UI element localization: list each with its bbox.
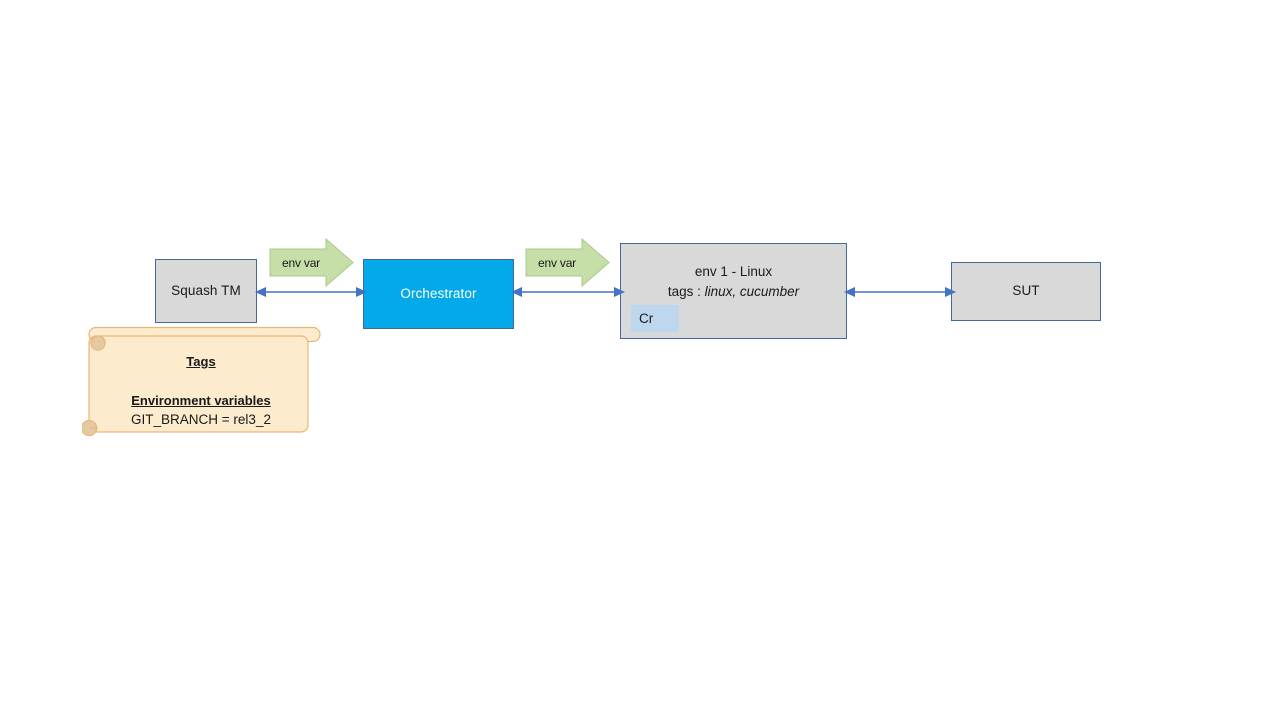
tags-note[interactable]: Tags Environment variables GIT_BRANCH = … [82, 326, 322, 438]
scroll-note-icon [82, 326, 321, 437]
block-arrow-env-var-1-label: env var [282, 255, 320, 270]
node-squash-tm[interactable]: Squash TM [155, 259, 257, 323]
tags-note-value: GIT_BRANCH = rel3_2 [131, 412, 271, 428]
node-env-1-linux[interactable]: env 1 - Linux tags : linux, cucumber Cr [620, 243, 847, 339]
env-node-tags-values: linux, cucumber [704, 283, 800, 299]
right-block-arrow-icon [269, 238, 354, 287]
tags-note-subtitle: Environment variables [131, 392, 271, 408]
env-node-tags-prefix: tags : [667, 283, 705, 299]
node-sut[interactable]: SUT [951, 262, 1101, 321]
tags-note-content: Tags Environment variables GIT_BRANCH = … [94, 340, 308, 428]
node-orchestrator[interactable]: Orchestrator [363, 259, 514, 329]
double-arrow-icon [844, 287, 956, 297]
env-node-text: env 1 - Linux tags : linux, cucumber [621, 262, 846, 301]
tags-note-title: Tags [186, 354, 216, 369]
node-sut-label: SUT [1012, 283, 1040, 299]
env-node-name: env 1 - Linux [694, 264, 773, 279]
node-squash-tm-label: Squash TM [171, 282, 241, 298]
node-orchestrator-label: Orchestrator [400, 285, 477, 301]
env-node-tags-line: tags : linux, cucumber [621, 282, 846, 302]
block-arrow-env-var-2-label: env var [538, 255, 576, 270]
env-node-badge[interactable]: Cr [631, 305, 679, 332]
connector-env-sut [844, 282, 956, 302]
block-arrow-env-var-1[interactable]: env var [269, 238, 354, 287]
block-arrow-env-var-2[interactable]: env var [525, 238, 610, 287]
right-block-arrow-icon [525, 238, 610, 287]
env-node-badge-label: Cr [639, 311, 654, 326]
